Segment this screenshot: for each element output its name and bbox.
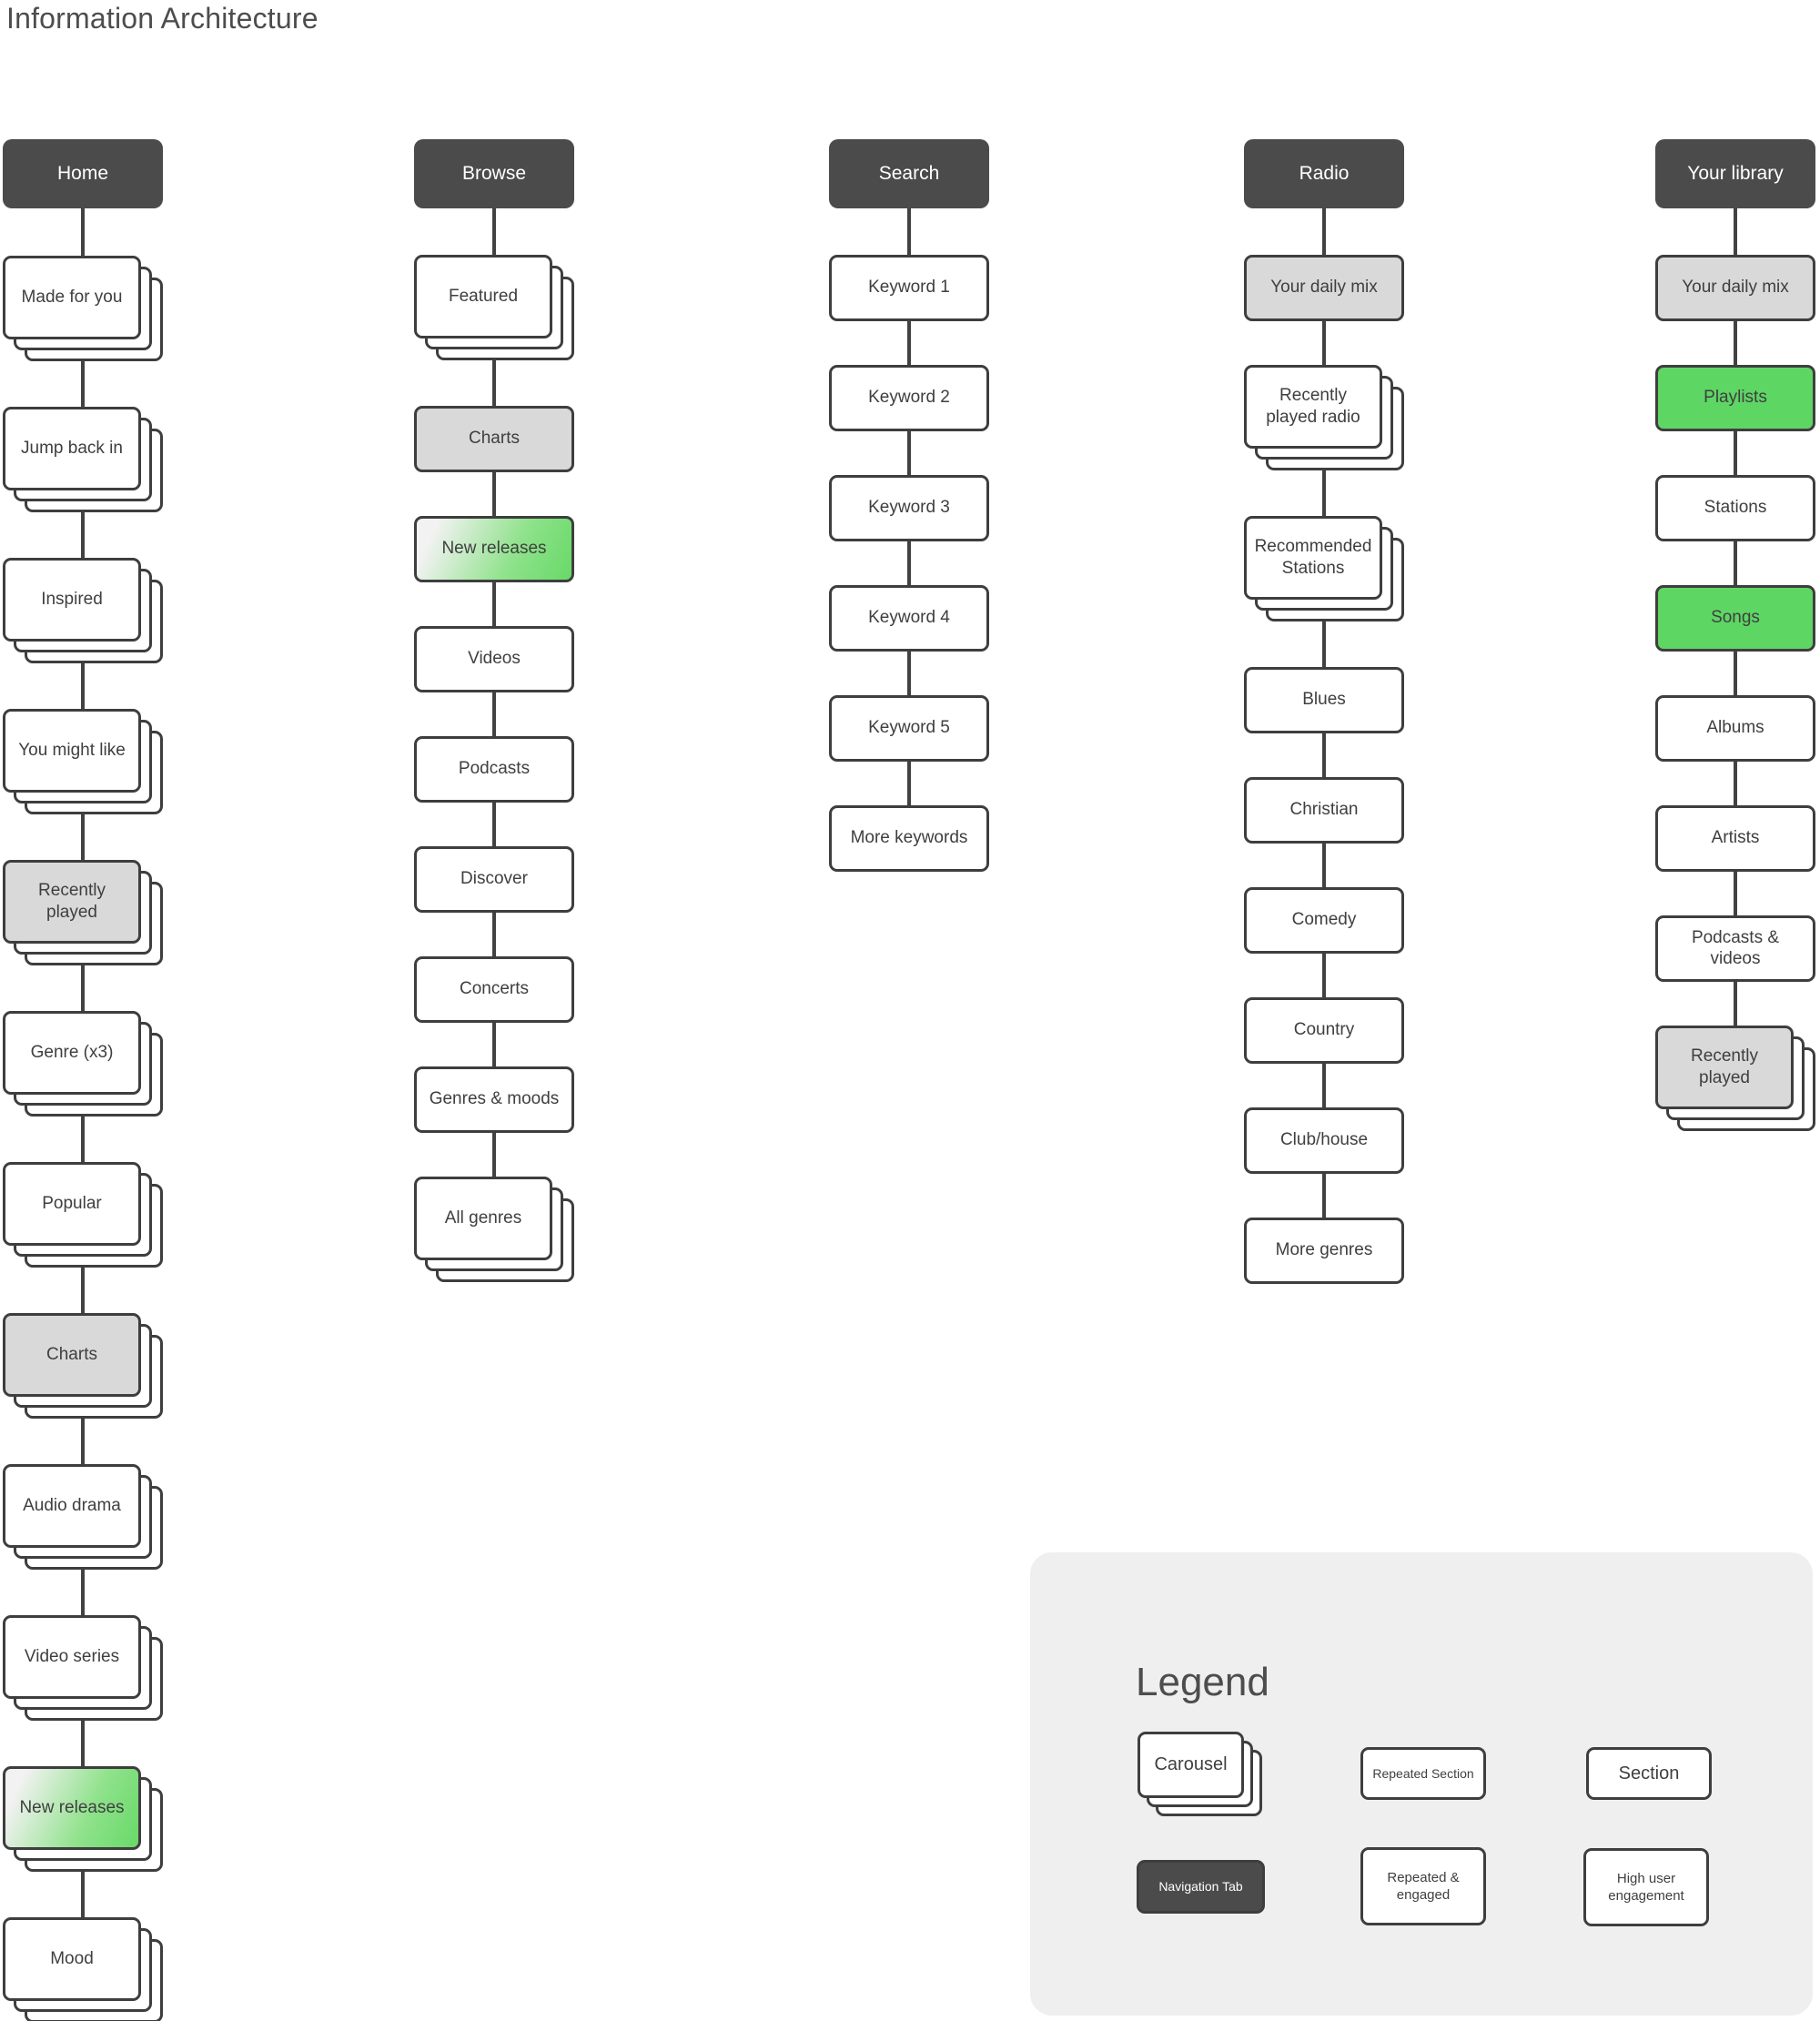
legend-repeated-section: Repeated Section <box>1360 1747 1486 1800</box>
node-mood: Mood <box>3 1917 163 2021</box>
column-browse: Browse Featured Charts New releases Vide… <box>414 139 574 1282</box>
nav-tab-home: Home <box>3 139 163 208</box>
node-blues: Blues <box>1244 667 1404 733</box>
node-recently-played: Recently played <box>1655 1026 1815 1131</box>
legend-title: Legend <box>1136 1660 1269 1704</box>
node-recommended-stations: Recommended Stations <box>1244 516 1404 621</box>
node-keyword-4: Keyword 4 <box>829 585 989 652</box>
legend-navigation-tab: Navigation Tab <box>1137 1860 1265 1914</box>
node-featured: Featured <box>414 255 574 360</box>
column-search: Search Keyword 1 Keyword 2 Keyword 3 Key… <box>829 139 989 872</box>
node-keyword-3: Keyword 3 <box>829 475 989 541</box>
node-audio-drama: Audio drama <box>3 1464 163 1570</box>
column-radio: Radio Your daily mix Recently played rad… <box>1244 139 1404 1284</box>
node-made-for-you: Made for you <box>3 256 163 361</box>
node-charts: Charts <box>414 406 574 472</box>
legend-panel: Legend Carousel Repeated Section Section… <box>1030 1552 1813 2016</box>
node-playlists: Playlists <box>1655 365 1815 431</box>
node-more-keywords: More keywords <box>829 805 989 872</box>
node-recently-played-radio: Recently played radio <box>1244 365 1404 470</box>
node-podcasts: Podcasts <box>414 736 574 803</box>
node-charts: Charts <box>3 1313 163 1419</box>
node-inspired: Inspired <box>3 558 163 663</box>
column-your-library: Your library Your daily mix Playlists St… <box>1655 139 1815 1131</box>
node-new-releases: New releases <box>414 516 574 582</box>
node-new-releases: New releases <box>3 1766 163 1872</box>
node-country: Country <box>1244 997 1404 1064</box>
node-concerts: Concerts <box>414 956 574 1023</box>
node-more-genres: More genres <box>1244 1218 1404 1284</box>
node-popular: Popular <box>3 1162 163 1268</box>
node-comedy: Comedy <box>1244 887 1404 954</box>
connector-line <box>492 208 496 1177</box>
node-jump-back-in: Jump back in <box>3 407 163 512</box>
node-videos: Videos <box>414 626 574 692</box>
node-artists: Artists <box>1655 805 1815 872</box>
legend-high-user-engagement: High user engagement <box>1583 1848 1709 1926</box>
node-genres-moods: Genres & moods <box>414 1066 574 1133</box>
nav-tab-your-library: Your library <box>1655 139 1815 208</box>
node-recently-played: Recently played <box>3 860 163 965</box>
legend-carousel: Carousel <box>1138 1732 1262 1816</box>
nav-tab-search: Search <box>829 139 989 208</box>
node-keyword-5: Keyword 5 <box>829 695 989 762</box>
node-all-genres: All genres <box>414 1177 574 1282</box>
node-video-series: Video series <box>3 1615 163 1721</box>
node-keyword-2: Keyword 2 <box>829 365 989 431</box>
page-title: Information Architecture <box>6 2 318 35</box>
nav-tab-radio: Radio <box>1244 139 1404 208</box>
node-songs: Songs <box>1655 585 1815 652</box>
node-your-daily-mix: Your daily mix <box>1655 255 1815 321</box>
legend-section: Section <box>1586 1747 1712 1800</box>
node-keyword-1: Keyword 1 <box>829 255 989 321</box>
node-your-daily-mix: Your daily mix <box>1244 255 1404 321</box>
node-stations: Stations <box>1655 475 1815 541</box>
column-home: Home Made for you Jump back in Inspired … <box>3 139 163 2021</box>
node-genre-x3: Genre (x3) <box>3 1011 163 1117</box>
legend-repeated-engaged: Repeated & engaged <box>1360 1847 1486 1925</box>
node-albums: Albums <box>1655 695 1815 762</box>
node-club-house: Club/house <box>1244 1107 1404 1174</box>
node-christian: Christian <box>1244 777 1404 844</box>
node-podcasts-videos: Podcasts & videos <box>1655 915 1815 982</box>
node-you-might-like: You might like <box>3 709 163 814</box>
node-discover: Discover <box>414 846 574 913</box>
nav-tab-browse: Browse <box>414 139 574 208</box>
